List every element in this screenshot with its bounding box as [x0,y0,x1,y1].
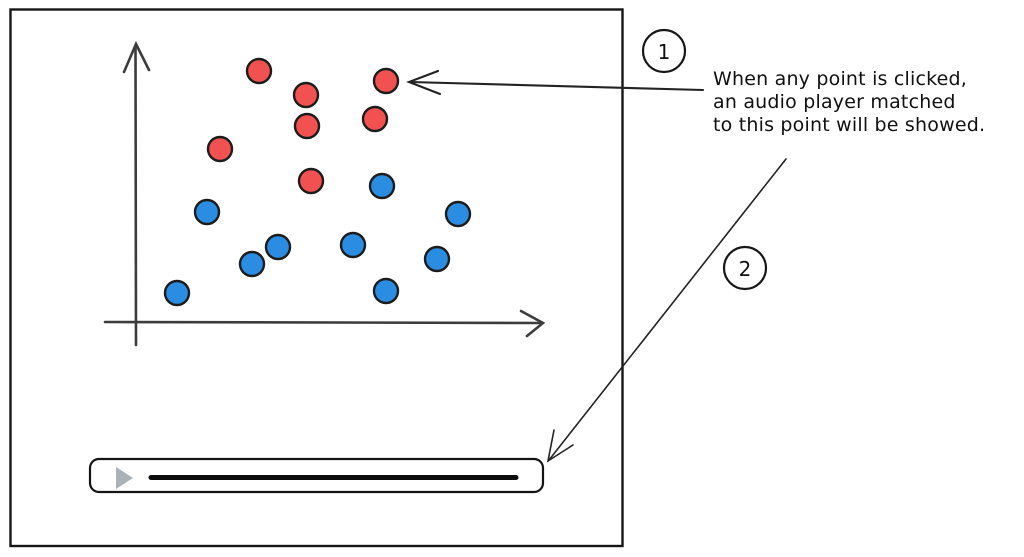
x-axis-line [103,320,542,325]
callout-2-circle [722,245,768,291]
scatter-point-blue[interactable] [264,233,292,261]
scatter-point-red[interactable] [297,167,325,195]
scatter-point-blue[interactable] [163,279,191,307]
callout-1-circle [641,28,687,74]
callout-1-badge: 1 [641,28,687,74]
play-button-icon[interactable] [116,467,133,489]
scatter-point-blue[interactable] [423,245,451,273]
callout-1-arrow-line [408,80,705,92]
callout-2-number: 2 [739,257,752,281]
callout-1-arrow [406,69,705,96]
callout-2-badge: 2 [722,245,768,291]
note-line-3: to this point will be showed. [713,114,986,136]
callout-1-number: 1 [658,40,671,64]
scatter-point-blue[interactable] [238,250,266,278]
callout-2-arrow [546,158,787,463]
callout-1-arrowhead-icon [406,69,442,96]
scatter-points[interactable] [163,57,472,307]
scatter-point-blue[interactable] [368,172,396,200]
audio-player[interactable] [88,457,545,494]
y-axis-line [134,44,138,347]
scatter-point-blue[interactable] [372,277,400,305]
scatter-point-red[interactable] [292,81,320,109]
callout-2-arrow-line [548,158,787,461]
y-axis-arrowhead-icon [122,40,151,74]
callout-2-arrowhead-icon [546,429,574,463]
callout-1-note: When any point is clicked, an audio play… [713,68,1023,137]
scatter-point-red[interactable] [293,112,321,140]
scatter-point-red[interactable] [372,67,400,95]
scatter-point-red[interactable] [245,57,273,85]
scatter-point-blue[interactable] [444,200,472,228]
note-line-1: When any point is clicked, [713,68,968,90]
x-axis [103,309,546,338]
x-axis-arrowhead-icon [519,309,546,338]
scatter-point-red[interactable] [361,105,389,133]
scatter-point-blue[interactable] [339,231,367,259]
y-axis [122,40,151,347]
note-line-2: an audio player matched [713,91,956,113]
scatter-point-red[interactable] [206,135,234,163]
scatter-point-blue[interactable] [193,198,221,226]
